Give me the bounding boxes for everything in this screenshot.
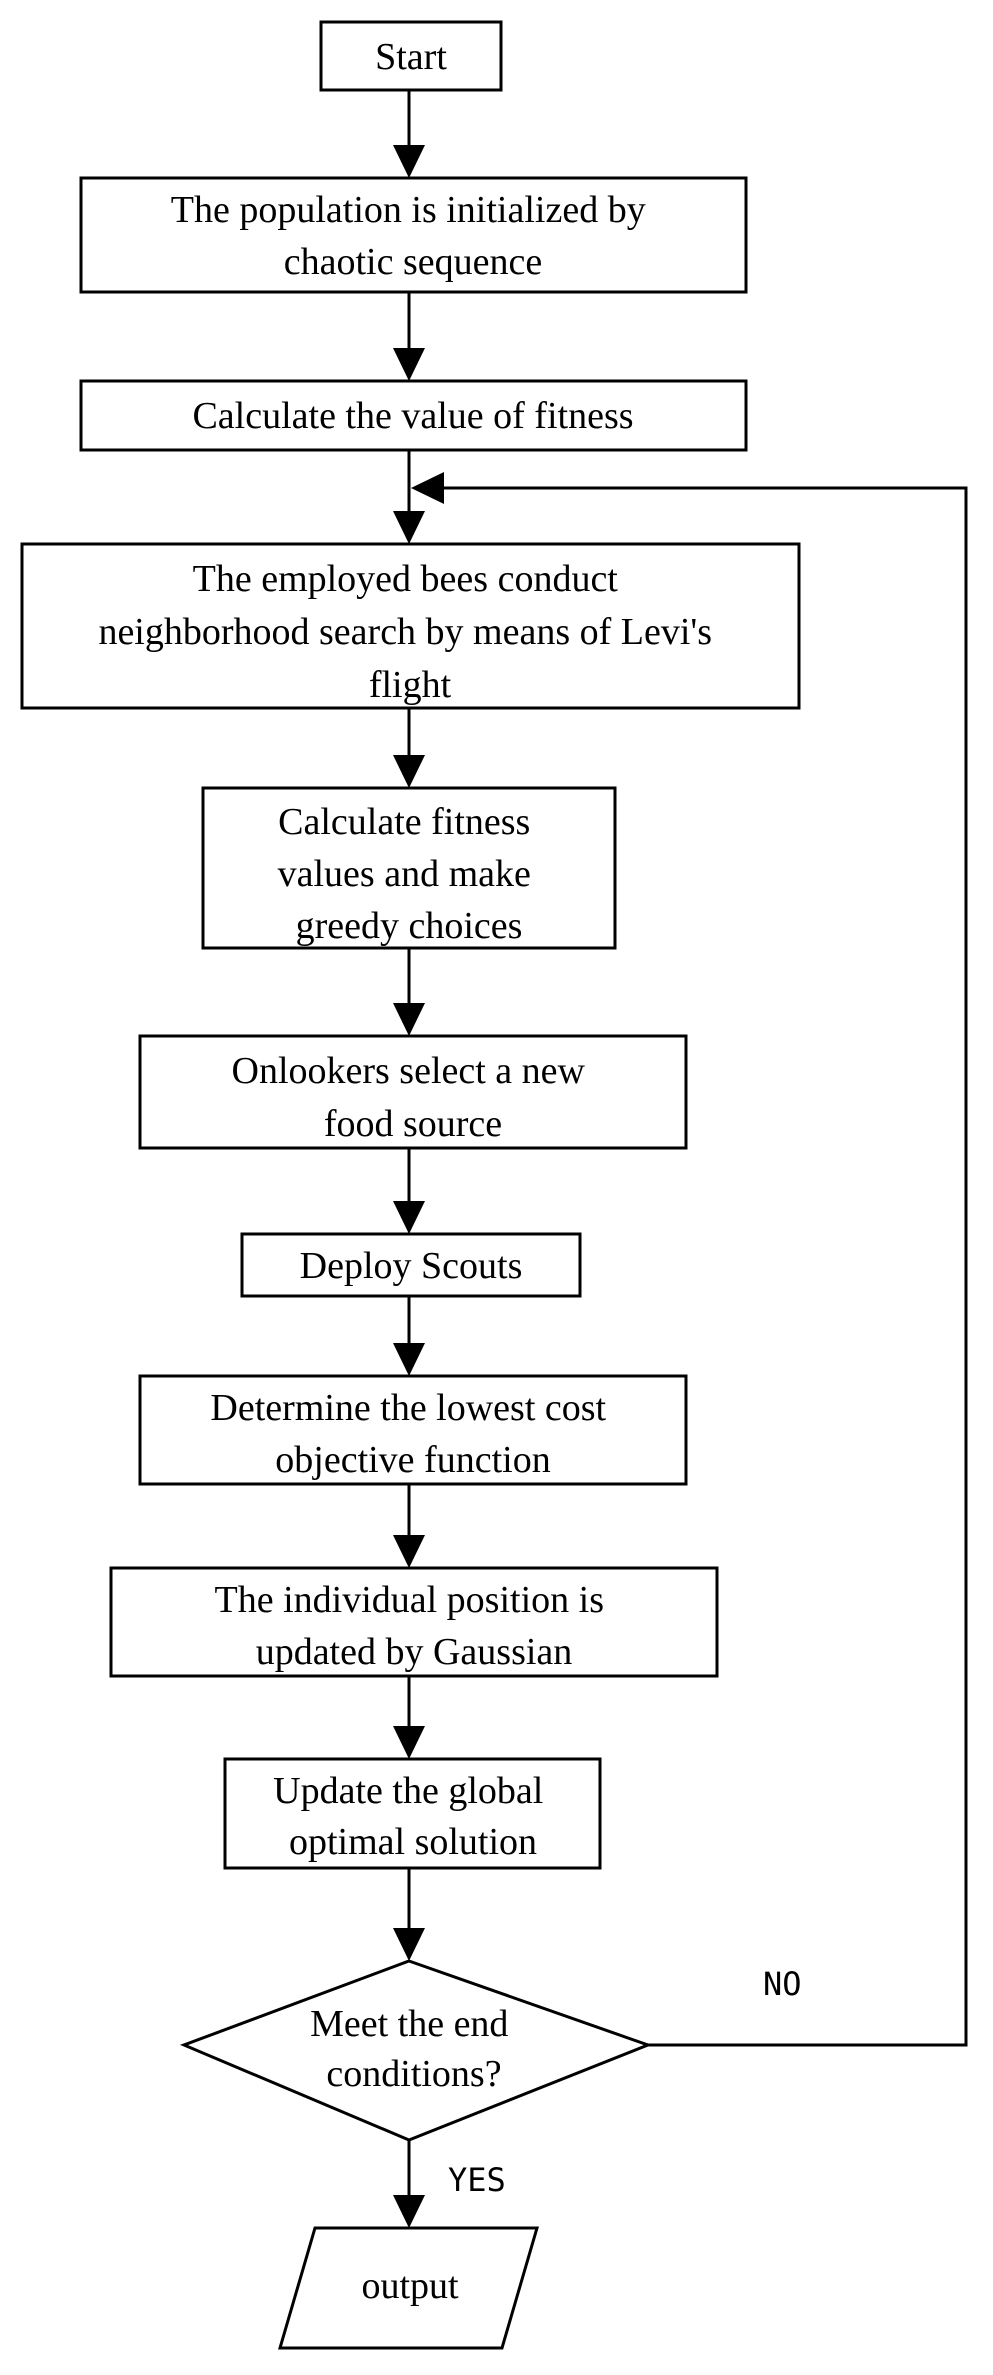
init-label: The population is initialized by chaotic…	[171, 189, 655, 283]
arrowhead-loop	[411, 472, 444, 504]
arrowhead-employed	[393, 511, 425, 544]
arrowhead-output	[393, 2195, 425, 2228]
end-check-diamond	[179, 1959, 653, 2142]
calc-fitness-label: Calculate the value of fitness	[192, 395, 633, 437]
lowest-cost-label: Determine the lowest cost objective func…	[210, 1387, 615, 1481]
output-parallelogram	[278, 2226, 539, 2350]
lowest-cost-box	[138, 1374, 688, 1486]
edge-loop-no	[436, 486, 968, 2047]
calc-fitness-box	[79, 379, 748, 452]
no-label: NO	[763, 1965, 802, 2003]
arrowhead-calc	[393, 348, 425, 381]
arrowhead-gaussian	[393, 1535, 425, 1568]
scouts-box	[240, 1232, 582, 1298]
arrowhead-onlookers	[393, 1003, 425, 1036]
employed-bees-label: The employed bees conduct neighborhood s…	[98, 558, 721, 706]
global-opt-box	[223, 1757, 602, 1870]
greedy-box	[201, 786, 617, 950]
onlookers-label: Onlookers select a new food source	[232, 1050, 595, 1145]
arrowhead-global	[393, 1726, 425, 1759]
arrowhead-scouts	[393, 1201, 425, 1234]
arrowhead-greedy	[393, 755, 425, 788]
gaussian-box	[109, 1566, 719, 1678]
output-label: output	[361, 2265, 459, 2307]
yes-label: YES	[448, 2161, 506, 2199]
node-shapes	[20, 20, 801, 2350]
arrowheads	[393, 145, 444, 2228]
gaussian-label: The individual position is updated by Ga…	[215, 1579, 614, 1673]
onlookers-box	[138, 1034, 688, 1150]
edge-labels: NO YES	[448, 1965, 802, 2199]
greedy-label: Calculate fitness values and make greedy…	[278, 801, 541, 947]
start-label: Start	[375, 36, 447, 78]
node-labels: Start The population is initialized by c…	[98, 36, 721, 2307]
scouts-label: Deploy Scouts	[300, 1245, 523, 1287]
end-check-label: Meet the end conditions?	[310, 2003, 518, 2095]
arrowhead-lowest	[393, 1343, 425, 1376]
global-opt-label: Update the global optimal solution	[273, 1770, 553, 1863]
start-box	[319, 20, 503, 92]
employed-bees-box	[20, 542, 801, 710]
init-box	[79, 176, 748, 294]
arrowhead-check	[393, 1928, 425, 1961]
arrowhead-init	[393, 145, 425, 178]
connectors	[407, 90, 968, 2202]
